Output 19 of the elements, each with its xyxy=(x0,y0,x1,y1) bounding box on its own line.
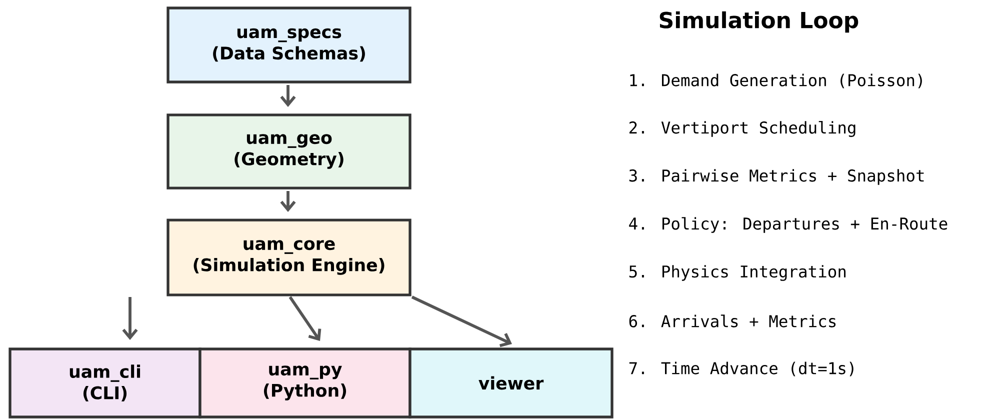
arrow xyxy=(280,191,296,212)
arrow xyxy=(122,297,138,340)
module-box: uam_py (Python) xyxy=(198,348,412,418)
step-text: 3. Pairwise Metrics + Snapshot xyxy=(629,169,924,185)
step-text: 6. Arrivals + Metrics xyxy=(629,314,836,328)
arrow xyxy=(288,296,322,341)
heading: Simulation Loop xyxy=(660,11,858,33)
arrow xyxy=(280,85,296,107)
step-text: 2. Vertiport Scheduling xyxy=(629,121,856,137)
module-box: uam_core (Simulation Engine) xyxy=(166,218,412,296)
module-box: viewer xyxy=(408,348,614,418)
step-text: 5. Physics Integration xyxy=(629,265,846,281)
step-text: 1. Demand Generation (Poisson) xyxy=(630,74,922,88)
module-box: uam_specs (Data Schemas) xyxy=(166,6,412,84)
module-box: uam_cli (CLI) xyxy=(8,348,202,418)
arrow xyxy=(411,296,512,348)
step-text: 7. Time Advance (dt=1s) xyxy=(629,362,854,376)
step-text: 4. Policy: Departures + En-Route xyxy=(629,217,948,233)
module-box: uam_geo (Geometry) xyxy=(166,114,412,190)
